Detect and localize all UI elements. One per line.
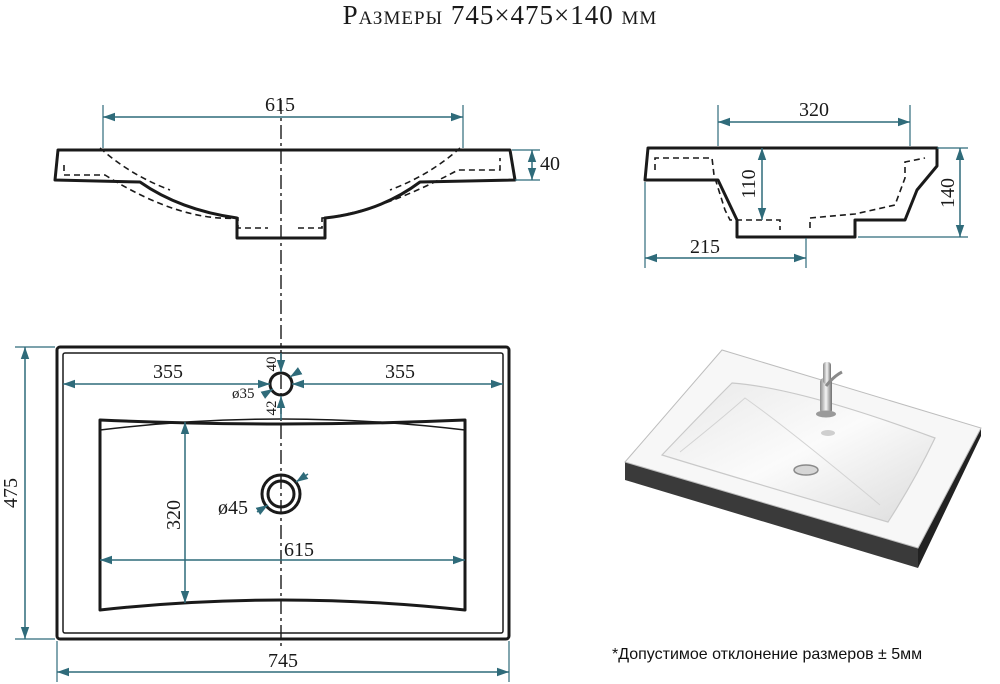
side-view-outline (643, 146, 939, 239)
render-faucet-spout (824, 370, 843, 387)
side-bowl-depth-label: 110 (738, 169, 760, 198)
dimension-line (255, 504, 269, 515)
side-view-inner (654, 157, 926, 230)
render-faucet-base (816, 410, 836, 418)
side-top-label: 320 (799, 99, 829, 121)
dimension-line (260, 388, 274, 399)
tap-hole-label: ø35 (232, 386, 255, 402)
front-rim-label: 40 (540, 153, 560, 175)
render-drain (793, 464, 819, 476)
top-view-bowl (98, 418, 467, 612)
top-view-outline (55, 345, 511, 641)
dimension-line (289, 367, 303, 378)
render-front-edge (625, 462, 918, 568)
side-total-height-label: 140 (937, 178, 959, 208)
render-bowl (660, 382, 936, 523)
side-bottom-label: 215 (690, 236, 720, 258)
top-left-label: 355 (153, 361, 183, 383)
side-view: 320 110 140 215 (643, 99, 968, 268)
render-faucet-lever (823, 362, 831, 384)
sink-render (624, 349, 982, 568)
top-right-label: 355 (385, 361, 415, 383)
tap-bottom-label: 42 (264, 401, 280, 416)
front-width-label: 615 (265, 94, 295, 116)
drain-hole-outer (260, 473, 302, 515)
top-height-label: 475 (0, 478, 22, 508)
front-view-outline (53, 148, 517, 240)
tap-top-label: 40 (264, 357, 280, 372)
front-view-hidden-edge-right (389, 147, 461, 191)
front-view: 615 40 (53, 94, 560, 240)
bowl-width-label: 615 (284, 539, 314, 561)
render-bowl-shade (679, 397, 881, 506)
top-view: 475 355 355 ø35 40 42 320 ø45 615 745 (0, 345, 511, 682)
bowl-depth-label: 320 (163, 500, 185, 530)
top-view-rim (62, 352, 504, 634)
tolerance-note: *Допустимое отклонение размеров ± 5мм (612, 646, 923, 663)
render-side-edge (918, 428, 981, 568)
front-view-hidden-edge (99, 147, 171, 191)
drain-hole-inner (266, 479, 296, 509)
dimension-line (295, 471, 309, 483)
front-view-inner-bowl (63, 158, 501, 229)
drain-label: ø45 (218, 497, 248, 519)
render-faucet-body (820, 378, 832, 414)
page-title: Размеры 745×475×140 мм (342, 0, 658, 30)
total-width-label: 745 (268, 650, 298, 672)
render-overflow (821, 430, 835, 436)
